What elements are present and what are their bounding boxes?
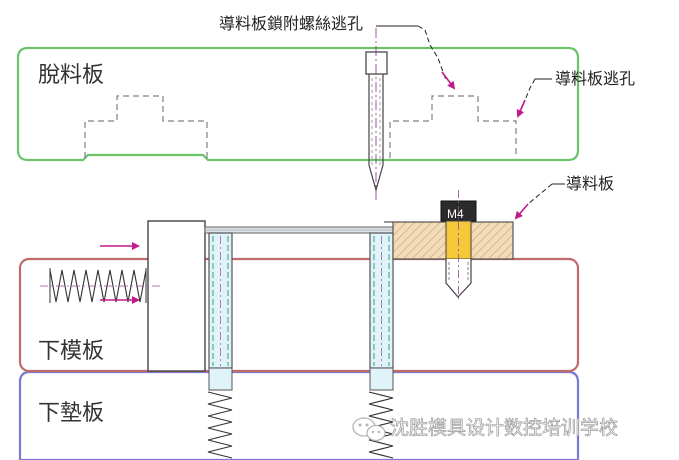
escape-hole-left [84, 95, 208, 158]
wechat-icon [352, 417, 386, 442]
callout-right-1: 導料板逃孔 [516, 69, 635, 118]
plate-label-stripper: 脫料板 [38, 63, 104, 88]
callout-top-label: 導料板鎖附螺絲逃孔 [219, 14, 363, 33]
screw-counterbore [365, 51, 388, 75]
guide-pin-left [208, 232, 233, 369]
plate-label-lower-die: 下模板 [38, 339, 104, 364]
spring-bottom-left [207, 367, 233, 459]
callout-top: 導料板鎖附螺絲逃孔 [219, 14, 456, 90]
plate-label-lower-pad: 下墊板 [38, 401, 104, 426]
escape-hole-right [389, 95, 517, 158]
arrow-icon [514, 203, 529, 220]
callout-right-1-label: 導料板逃孔 [555, 69, 635, 88]
m4-bolt: M4 [440, 190, 477, 300]
callout-right-2-label: 導料板 [566, 174, 614, 193]
spring-horizontal [40, 268, 160, 303]
stripper-plate [16, 28, 580, 200]
watermark: 沈胜模具设计数控培训学校 [352, 417, 618, 442]
feed-arrows [100, 242, 140, 304]
watermark-text: 沈胜模具设计数控培训学校 [390, 417, 618, 439]
lower-pad-plate [18, 370, 580, 460]
arrow-icon [516, 99, 526, 118]
material-strip [204, 226, 394, 234]
arrow-icon [441, 71, 456, 90]
callout-right-2: 導料板 [514, 174, 614, 220]
spring-bottom-right [368, 367, 394, 459]
lower-die-plate [18, 257, 580, 373]
guide-pin-right [369, 232, 394, 369]
guide-block-left [147, 220, 206, 372]
bolt-size-label: M4 [447, 207, 464, 221]
